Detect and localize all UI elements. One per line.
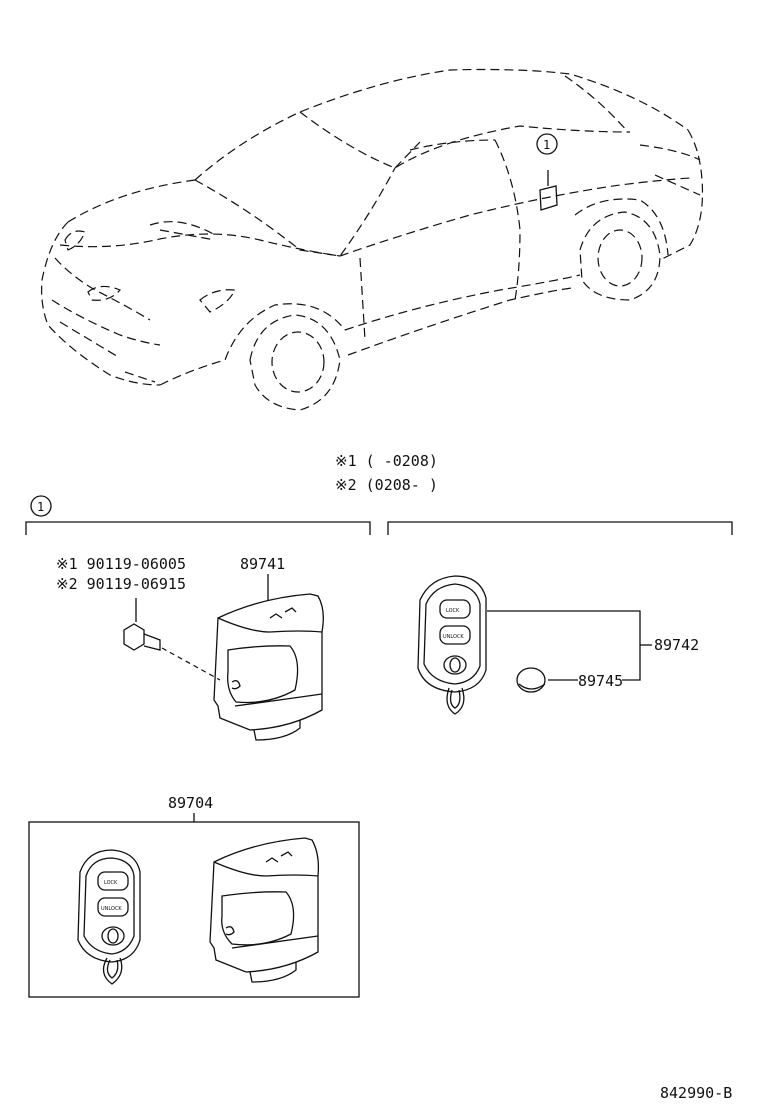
section-2-bracket <box>387 521 733 535</box>
transmitter-part-number: 89742 <box>654 636 699 654</box>
transmitter-lock-label: LOCK <box>446 608 460 614</box>
transmitter-unlock-label: UNLOCK <box>443 634 464 640</box>
receiver-unit <box>213 593 324 741</box>
bolt-ref-1: ※1 90119-06005 <box>56 555 186 573</box>
car-illustration: 1 <box>41 68 704 411</box>
kit-receiver-unit <box>209 837 320 983</box>
receiver-part-number: 89741 <box>240 555 285 573</box>
transmitter-key: LOCK UNLOCK <box>417 575 487 715</box>
bolt-illustration <box>123 598 221 681</box>
kit-frame <box>28 821 360 998</box>
note-1: ※1 ( -0208) <box>335 452 438 470</box>
note-2: ※2 (0208- ) <box>335 476 438 494</box>
section-callout-number: 1 <box>37 500 44 514</box>
battery-cell <box>516 667 546 693</box>
car-callout-circle <box>536 133 558 155</box>
kit-lock-label: LOCK <box>104 880 118 886</box>
kit-unlock-label: UNLOCK <box>101 906 122 912</box>
bolt-ref-2: ※2 90119-06915 <box>56 575 186 593</box>
battery-part-number: 89745 <box>578 672 623 690</box>
car-callout-number: 1 <box>543 138 550 152</box>
kit-part-number: 89704 <box>168 794 213 812</box>
diagram-code: 842990-B <box>660 1084 732 1102</box>
kit-transmitter-key: LOCK UNLOCK <box>77 849 141 985</box>
section-1-header: 1 <box>25 495 371 535</box>
transmitter-leader-lines <box>487 610 652 681</box>
